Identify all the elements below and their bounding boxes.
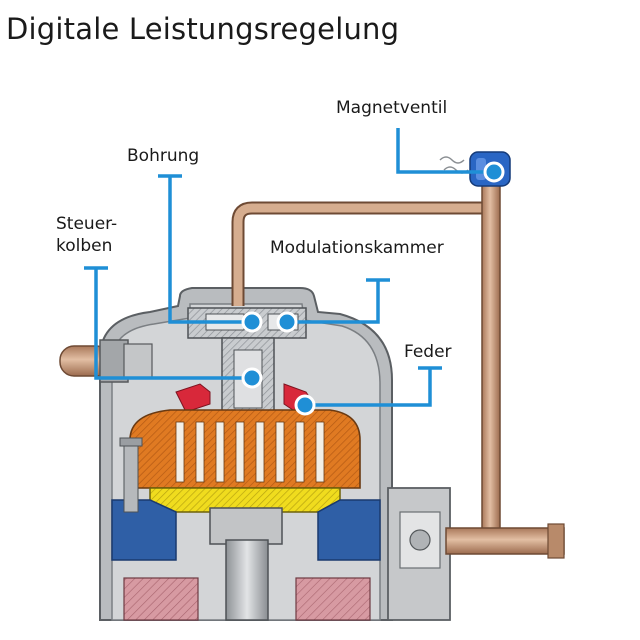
terminal-box bbox=[387, 487, 451, 621]
bolt bbox=[119, 437, 143, 513]
label-modulationskammer: Modulationskammer bbox=[270, 238, 444, 258]
callout-markers bbox=[241, 161, 505, 416]
callouts bbox=[84, 128, 494, 407]
label-magnetventil: Magnetventil bbox=[336, 98, 448, 118]
label-bohrung: Bohrung bbox=[127, 146, 200, 166]
callout-magnetventil-line bbox=[396, 128, 494, 174]
motor-stator bbox=[123, 577, 371, 621]
circle-dot-icon bbox=[483, 161, 505, 183]
circle-dot-icon bbox=[276, 311, 298, 333]
label-steuerkolben-2: kolben bbox=[56, 236, 113, 256]
bearing-housing bbox=[111, 499, 381, 561]
scroll-set bbox=[129, 409, 361, 489]
callout-bohrung-line bbox=[158, 174, 252, 324]
circle-dot-icon bbox=[241, 311, 263, 333]
callout-modulationskammer-line bbox=[287, 278, 390, 324]
suction-fitting bbox=[59, 339, 153, 383]
callout-steuerkolben-line bbox=[84, 266, 252, 380]
page-title: Digitale Leistungsregelung bbox=[6, 12, 400, 46]
crankshaft bbox=[209, 507, 283, 621]
circle-dot-icon bbox=[241, 367, 263, 389]
circle-dot-icon bbox=[294, 394, 316, 416]
copper-pipes bbox=[231, 175, 565, 559]
label-feder: Feder bbox=[404, 342, 452, 362]
label-steuerkolben-1: Steuer- bbox=[56, 214, 118, 234]
callout-feder-line bbox=[305, 366, 442, 407]
